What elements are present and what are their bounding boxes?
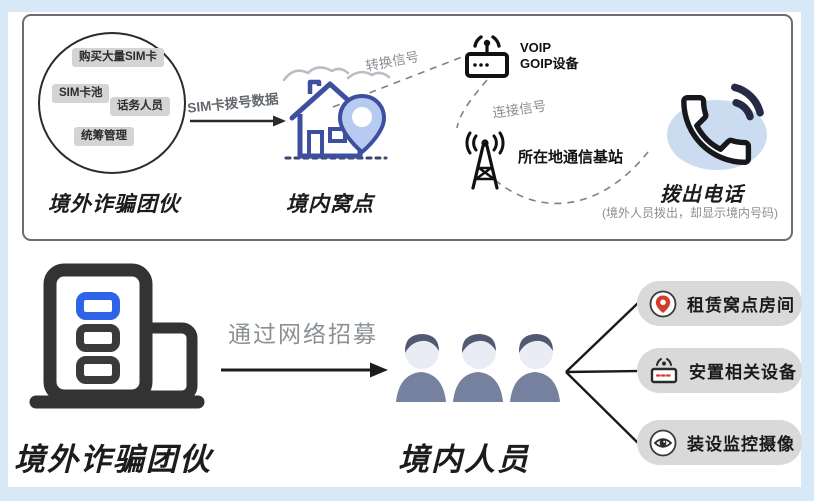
recruit-label: 通过网络招募 (228, 321, 378, 347)
task-label: 装设监控摄像 (687, 435, 795, 454)
eye-icon (649, 429, 677, 456)
domestic-staff-label: 境内人员 (398, 442, 530, 477)
router-icon (650, 357, 678, 383)
base-station-icon (465, 131, 505, 190)
people-icon (396, 334, 560, 402)
overseas-gang-label: 境外诈骗团伙 (48, 193, 180, 216)
phone-call-icon (681, 83, 764, 165)
chip-operators: 话务人员 (110, 97, 170, 116)
task-install-equipment: 安置相关设备 (637, 348, 802, 393)
gang-oval (38, 32, 186, 174)
task-rent-room: 租赁窝点房间 (637, 281, 802, 326)
task-label: 租赁窝点房间 (687, 296, 795, 315)
base-station-label: 所在地通信基站 (518, 149, 624, 166)
chip-buy-sim: 购买大量SIM卡 (72, 48, 164, 67)
house-icon (282, 66, 391, 160)
voip-label: VOIP GOIP设备 (520, 40, 579, 73)
chip-sim-pool: SIM卡池 (52, 84, 110, 103)
voip-label-line2: GOIP设备 (520, 56, 579, 72)
domestic-den-label: 境内窝点 (286, 193, 374, 216)
task-label: 安置相关设备 (689, 363, 797, 382)
connector-lines (190, 56, 649, 205)
recruit-arrow (221, 362, 388, 378)
chip-management: 统筹管理 (74, 127, 134, 146)
voip-device-icon (465, 35, 509, 78)
building-icon (29, 263, 205, 409)
voip-label-line1: VOIP (520, 40, 552, 55)
dial-out-label: 拨出电话 (660, 184, 744, 206)
bottom-overseas-gang-label: 境外诈骗团伙 (14, 442, 212, 477)
task-install-camera: 装设监控摄像 (637, 420, 802, 465)
location-pin-icon (649, 290, 677, 317)
dial-out-note: (境外人员拨出，却显示境内号码) (602, 206, 778, 220)
branch-lines (565, 302, 639, 444)
top-flow-panel: 购买大量SIM卡 SIM卡池 话务人员 统筹管理 境外诈骗团伙 SIM卡拨号数据… (22, 14, 793, 241)
